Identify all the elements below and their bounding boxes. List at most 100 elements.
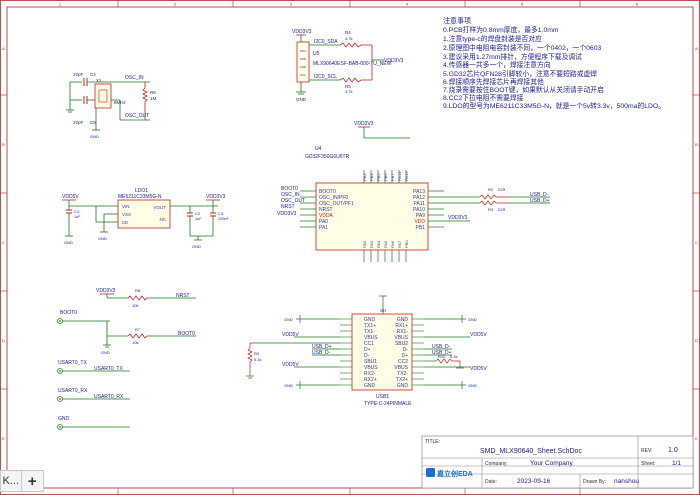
- frame-row-label: B: [2, 142, 5, 147]
- usb-pin-label: SBU1: [364, 359, 377, 365]
- ldo-pin-label: VOUT: [153, 205, 166, 210]
- notes-line: 1.注意type-c的焊盘封装是否对应: [443, 34, 542, 43]
- gnd-label: GND: [64, 240, 73, 245]
- net-label: OSC_IN: [281, 192, 300, 198]
- mcu-pin-label: PA11: [414, 201, 426, 207]
- gnd-label: GND: [101, 350, 110, 355]
- usb-left-pin-labels: GND TX1+ TX1- VBUS CC1 D+ D- SBU1 VBUS R…: [364, 317, 378, 389]
- company-label: Company:: [485, 461, 508, 467]
- net-label: NRST: [176, 293, 190, 299]
- usb-pin-label: RX2+: [364, 377, 377, 383]
- usb-right-pin-labels: GND RX1+ RX1- VBUS SBU2 D- D+ CC2 VBUS T…: [394, 317, 408, 389]
- usb-pin-label: TX1+: [364, 323, 376, 329]
- mcu-u4[interactable]: VDD3V3 U4 GD32F350G6U6TR PB3 PB4 PB5 PB6…: [277, 121, 550, 262]
- mcu-pin-label: PB5: [376, 173, 381, 181]
- cap-ref: C4: [90, 72, 96, 77]
- mcu-part: GD32F350G6U6TR: [305, 154, 350, 160]
- net-label: VDD5V: [282, 332, 299, 338]
- net-label: VDD3V3: [96, 288, 116, 294]
- boot-circuit[interactable]: BOOT0 GND R7 10k BOOT0: [57, 310, 197, 355]
- res-value: 10k: [132, 303, 138, 308]
- testpoint-gnd[interactable]: GND: [57, 416, 131, 430]
- testpoint-usart-rx[interactable]: USART0_RX USART0_RX: [57, 388, 131, 402]
- usb-typec[interactable]: SH USB1 TYPE-C-24PINMALE GND TX1+ TX1- V…: [246, 295, 487, 407]
- usb-pin-label: D-: [403, 347, 409, 353]
- res-value: 22R: [498, 187, 505, 192]
- res-value: 5.1k: [450, 354, 458, 359]
- ldo-pin-label: CE: [122, 220, 128, 225]
- frame-col-label: 6: [636, 2, 639, 7]
- res-value: 10k: [132, 340, 138, 345]
- res-ref: R3: [488, 207, 494, 212]
- res-ref: R2: [488, 187, 494, 192]
- gnd-label: GND: [284, 383, 293, 388]
- net-label: VDD5V: [470, 366, 487, 372]
- testpoint-label: BOOT0: [60, 310, 77, 316]
- zoom-level-button[interactable]: K...: [1, 471, 22, 491]
- ldo-pin-label: VSS: [122, 212, 131, 217]
- testpoint-label: USART0_TX: [58, 360, 87, 366]
- mcu-pin-label: VDDA: [319, 213, 334, 219]
- net-label: VDD5V: [62, 194, 79, 200]
- drawn-value: nanshou: [614, 478, 639, 485]
- mcu-pin-label: PB4: [369, 173, 374, 181]
- frame-row-label: A: [695, 46, 698, 51]
- logo: 嘉立创EDA: [426, 468, 473, 478]
- sensor-u5[interactable]: VDD3V3 SDA VDD GND SCL U5 MLX90640ESF-BA…: [292, 29, 404, 102]
- res-value: 22R: [498, 207, 505, 212]
- usb-pin-label: VBUS: [364, 335, 378, 341]
- net-label: USB_D+: [312, 344, 332, 350]
- frame-col-label: 3: [290, 2, 293, 7]
- notes-line: 5.GD32芯片QFN28引脚较小，注意不要短路或虚焊: [443, 69, 597, 78]
- crystal-circuit[interactable]: 22pF C4 22pF C5 X1 8MHz R6 1M OSC_IN OSC…: [66, 72, 157, 139]
- notes-line: 6.焊接顺序先焊接芯片再焊接其他: [443, 77, 544, 86]
- mcu-left-pins: [300, 190, 316, 228]
- res-value: 4.7k: [345, 89, 353, 94]
- mcu-pin-label: OSC_IN/PF0: [319, 195, 348, 201]
- crystal-ref: X1: [96, 78, 102, 83]
- net-label: VDD3V3: [354, 121, 374, 127]
- mcu-pin-label: PA5: [383, 240, 388, 248]
- date-value: 2023-09-16: [517, 478, 551, 485]
- zoom-in-button[interactable]: +: [27, 472, 37, 490]
- net-label: VDD3V3: [384, 58, 404, 64]
- ldo-body: [117, 199, 171, 229]
- mcu-pin-label: PB7: [390, 173, 395, 181]
- date-label: Date:: [485, 479, 497, 485]
- notes-line: 9.LDO的型号为ME6211C33M5G-N，就是一个5v转3.3v，500m…: [443, 101, 665, 110]
- mcu-pin-label: PA14: [397, 171, 402, 181]
- mcu-pin-label: PA12: [413, 195, 425, 201]
- notes-line: 3.建议采用1.27mm排针，方便程序下载及调试: [443, 52, 582, 61]
- ldo-pin-label: NC: [160, 217, 167, 222]
- rev-value: 1.0: [668, 447, 678, 454]
- net-label: OSC_OUT: [281, 198, 305, 204]
- frame-row-label: B: [695, 142, 698, 147]
- usb-pin-label: D-: [364, 353, 370, 359]
- testpoint-usart-tx[interactable]: USART0_TX USART0_TX: [57, 360, 131, 374]
- net-label: OSC_OUT: [125, 113, 149, 119]
- cap-value: 1uF: [74, 215, 81, 219]
- notes-block: 注意事项 0.PCB打样为0.8mm厚度，最多1.0mm 1.注意type-c的…: [443, 16, 665, 110]
- net-label: USB_D-: [432, 344, 451, 350]
- net-label: USART0_RX: [94, 394, 124, 400]
- ldo-ref: LDO1: [135, 188, 148, 194]
- usb-pin-label: RX2-: [364, 371, 376, 377]
- notes-line: 4.传感器一共多一个，焊接注意方向: [443, 60, 551, 69]
- ldo-circuit[interactable]: VDD5V C1 1uF GND GND LDO1 ME6211C33M5G-N…: [62, 188, 229, 249]
- logo-icon: [426, 468, 435, 477]
- mcu-pin-label: PA10: [413, 207, 425, 213]
- title-block: TITLE: SMD_MLX90640_Sheet.SchDoc REV: 1.…: [421, 435, 694, 489]
- net-label: OSC_IN: [125, 75, 144, 81]
- sensor-part: MLX90640ESF-BAB-000-TU_NEW: [313, 61, 392, 67]
- frame-row-label: D: [695, 338, 698, 343]
- sensor-pin-label: SCL: [300, 73, 306, 77]
- notes-title: 注意事项: [443, 16, 471, 25]
- reset-circuit[interactable]: VDD3V3 R8 10k NRST: [96, 288, 196, 308]
- mcu-pin-label: PA2: [362, 240, 367, 248]
- mcu-pin-label: PA6: [390, 240, 395, 248]
- frame-row-label: C: [695, 240, 698, 245]
- mcu-pin-label: PA4: [376, 240, 381, 248]
- net-label: USB_D-: [530, 192, 549, 198]
- mcu-bottom-pins: [363, 250, 407, 262]
- mcu-pin-label: PA15: [404, 171, 409, 181]
